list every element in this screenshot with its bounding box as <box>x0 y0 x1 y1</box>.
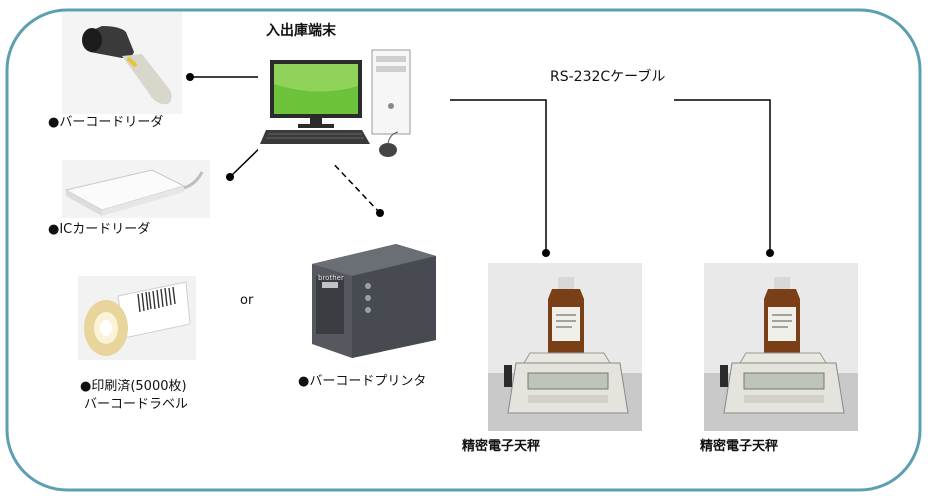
balance1-label: 精密電子天秤 <box>462 439 541 454</box>
dot-printer <box>376 209 384 217</box>
barcode-reader-image <box>62 12 182 114</box>
line-balance1 <box>450 99 547 253</box>
balance2-label: 精密電子天秤 <box>700 439 779 454</box>
dot-barcode-reader <box>186 73 194 81</box>
terminal-title: 入出庫端末 <box>266 23 336 39</box>
ic-card-reader-label: ●ICカードリーダ <box>48 222 151 237</box>
or-text: or <box>240 293 254 308</box>
diagram-frame <box>5 8 922 492</box>
barcode-printer-image: brother <box>306 236 440 360</box>
barcode-labels-label-line1: ●印刷済(5000枚) <box>80 379 187 394</box>
ic-card-reader-image <box>62 160 210 218</box>
dot-balance1 <box>542 249 550 257</box>
dot-balance2 <box>766 249 774 257</box>
barcode-labels-image <box>78 276 196 360</box>
pc-terminal-image <box>258 46 418 164</box>
printer-brand-text: brother <box>318 274 344 282</box>
dot-ic-reader <box>226 173 234 181</box>
barcode-labels-label-line2: バーコードラベル <box>84 397 189 412</box>
barcode-reader-label: ●バーコードリーダ <box>48 115 164 130</box>
rs232c-cable-label: RS-232Cケーブル <box>550 69 666 85</box>
barcode-printer-label: ●バーコードプリンタ <box>298 374 427 389</box>
line-balance2 <box>674 99 771 253</box>
balance2-image <box>704 263 858 431</box>
line-printer <box>327 157 381 214</box>
balance1-image <box>488 263 642 431</box>
